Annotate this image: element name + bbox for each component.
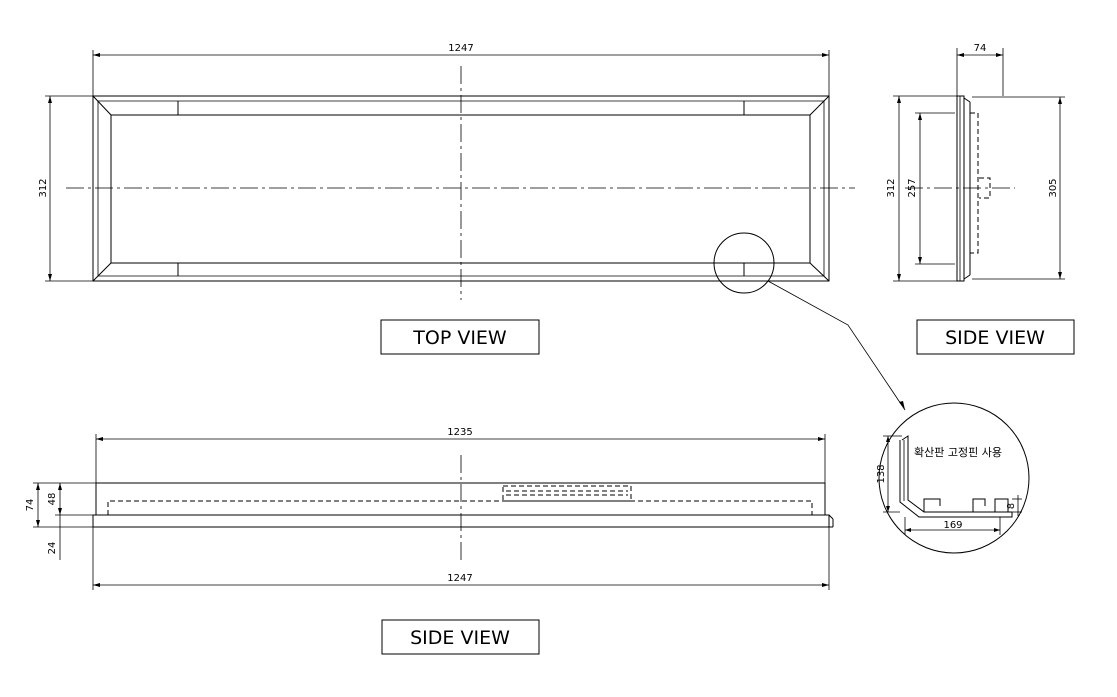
detail-view: 확산판 고정핀 사용 138 169 8: [876, 402, 1030, 554]
front-outer-length-dim: 1247: [447, 573, 472, 584]
side-view-bottom-label: SIDE VIEW: [410, 627, 510, 649]
top-length-dim: 1247: [448, 43, 473, 54]
side-outer-dim: 305: [1048, 178, 1059, 197]
top-view-label: TOP VIEW: [412, 327, 507, 349]
side-view-right-label-box: [916, 319, 1075, 355]
detail-note: 확산판 고정핀 사용: [914, 446, 1002, 459]
front-total-depth-dim: 74: [25, 499, 36, 512]
top-height-dim: 312: [38, 178, 49, 197]
side-view-bottom-label-box: [381, 619, 540, 655]
front-inner-length-dim: 1235: [447, 427, 472, 438]
detail-width-dim: 169: [943, 520, 962, 531]
side-height-dim: 312: [886, 178, 897, 197]
top-view-label-box: [380, 319, 540, 355]
top-inner-frame: [110, 114, 811, 264]
detail-callout-circle: [713, 232, 775, 294]
front-flange-depth-dim: 24: [47, 542, 58, 555]
front-body-depth-dim: 48: [47, 493, 58, 506]
side-depth-dim: 74: [974, 43, 987, 54]
side-view-right: 74 312 257 305 SIDE VIEW: [886, 43, 1075, 355]
side-view-bottom: 1235 74 48 24 1247 SIDE VIEW: [25, 427, 834, 655]
top-view: 1247 312 TOP VIEW: [38, 43, 906, 411]
side-view-right-label: SIDE VIEW: [945, 327, 1045, 349]
detail-small-dim: 8: [1006, 503, 1017, 509]
detail-height-dim: 138: [876, 464, 887, 483]
